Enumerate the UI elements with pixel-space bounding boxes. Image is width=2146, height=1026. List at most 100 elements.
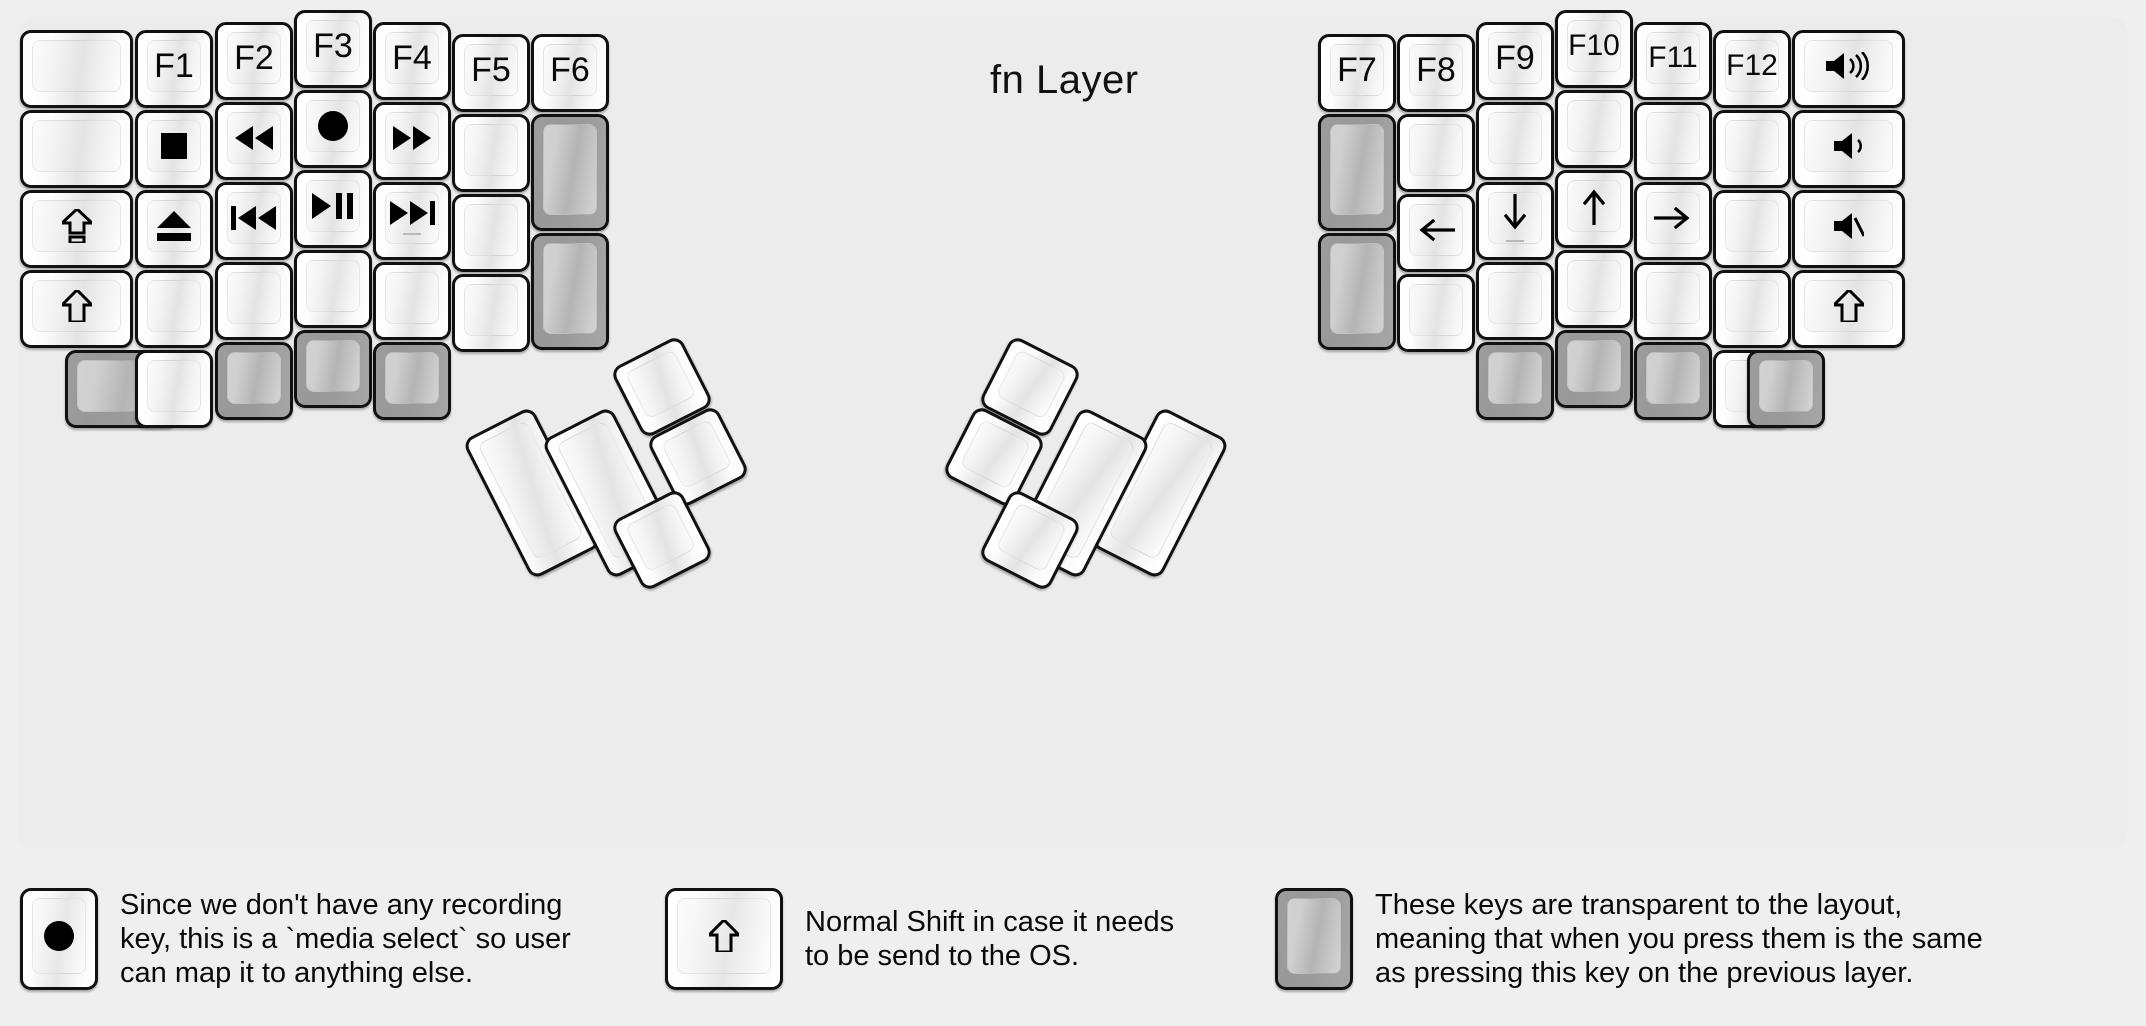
key-r-c7-r1[interactable]: [1792, 30, 1905, 108]
key-r-c4-r3[interactable]: [1555, 170, 1633, 248]
keycap-surface: F6: [543, 44, 597, 96]
key-r-c3-r5[interactable]: [1476, 342, 1554, 420]
key-l-c5-r1[interactable]: F4: [373, 22, 451, 100]
key-l-c6-r1[interactable]: F5: [452, 34, 530, 112]
key-r-c2-r2[interactable]: [1397, 114, 1475, 192]
key-l-c3-r2[interactable]: [215, 102, 293, 180]
key-r-c4-r5[interactable]: [1555, 330, 1633, 408]
legend-keycap-surface: [677, 898, 771, 974]
key-l-c1-r3[interactable]: [20, 190, 133, 268]
keycap-surface: [147, 360, 201, 412]
key-r-c5-r1[interactable]: F11: [1634, 22, 1712, 100]
keycap-surface: [624, 501, 697, 573]
keycap-surface: F8: [1409, 44, 1463, 96]
keycap-surface: [1488, 272, 1542, 324]
keycap-surface: [306, 340, 360, 392]
key-r-c3-r4[interactable]: [1476, 262, 1554, 340]
key-r-c3-r1[interactable]: F9: [1476, 22, 1554, 100]
keycap-surface: [1804, 40, 1893, 92]
keycap-surface: [464, 124, 518, 176]
keycap-surface: [32, 200, 121, 252]
key-r-c6-r3[interactable]: [1713, 190, 1791, 268]
keycap-surface: [385, 112, 439, 164]
keycap-surface: [32, 280, 121, 332]
key-l-c2-r3[interactable]: [135, 190, 213, 268]
key-l-c1-r1[interactable]: [20, 30, 133, 108]
key-r-c2-r1[interactable]: F8: [1397, 34, 1475, 112]
legend-item-1: Since we don't have any recording key, t…: [20, 888, 571, 991]
key-r-c5-r3[interactable]: [1634, 182, 1712, 260]
key-r-c3-r3[interactable]: [1476, 182, 1554, 260]
key-l-c1-r4[interactable]: [20, 270, 133, 348]
key-r-c4-r4[interactable]: [1555, 250, 1633, 328]
key-l-c3-r5[interactable]: [215, 342, 293, 420]
key-r-c5-r5[interactable]: [1634, 342, 1712, 420]
keycap-icon-wrap: [157, 211, 191, 241]
key-r-c7-r4[interactable]: [1792, 270, 1905, 348]
legend-text-3: These keys are transparent to the layout…: [1375, 889, 1983, 990]
keycap-surface: [1725, 120, 1779, 172]
key-l-c2-r1[interactable]: F1: [135, 30, 213, 108]
key-l-c5-r5[interactable]: [373, 342, 451, 420]
key-r-c6-r2[interactable]: [1713, 110, 1791, 188]
key-r-c6-r1[interactable]: F12: [1713, 30, 1791, 108]
key-l-c3-r3[interactable]: [215, 182, 293, 260]
key-l-c3-r4[interactable]: [215, 262, 293, 340]
key-l-c4-r5[interactable]: [294, 330, 372, 408]
keycap-surface: F2: [227, 32, 281, 84]
key-r-c3-r2[interactable]: [1476, 102, 1554, 180]
keycap-surface: [1804, 120, 1893, 172]
key-l-c6-r2[interactable]: [452, 114, 530, 192]
keycap-surface: [1488, 192, 1542, 244]
keycap-surface: F5: [464, 44, 518, 96]
key-r-c2-r4[interactable]: [1397, 274, 1475, 352]
key-l-c5-r3[interactable]: [373, 182, 451, 260]
keycap-label: F3: [313, 27, 353, 65]
key-r-c1-r3[interactable]: [1318, 233, 1396, 350]
keycap-surface: [1725, 200, 1779, 252]
key-l-c2-r4[interactable]: [135, 270, 213, 348]
key-l-c7-r2[interactable]: [531, 114, 609, 231]
keycap-icon-wrap: [1504, 194, 1526, 242]
key-r-c7-r3[interactable]: [1792, 190, 1905, 268]
keycap-icon-wrap: [1417, 219, 1455, 241]
keycap-surface: F12: [1725, 40, 1779, 92]
key-l-c4-r4[interactable]: [294, 250, 372, 328]
keycap-surface: F3: [306, 20, 360, 72]
key-l-c4-r3[interactable]: [294, 170, 372, 248]
play-pause-icon: [312, 193, 354, 219]
key-l-c2-r5[interactable]: [135, 350, 213, 428]
key-r-c4-r1[interactable]: F10: [1555, 10, 1633, 88]
key-l-c3-r1[interactable]: F2: [215, 22, 293, 100]
keycap-surface: [543, 243, 597, 334]
key-r-c2-r3[interactable]: [1397, 194, 1475, 272]
keycap-underline: [403, 233, 421, 235]
keycap-label: F11: [1648, 41, 1698, 74]
keycap-surface: [1409, 204, 1463, 256]
keycap-surface: [32, 40, 121, 92]
key-l-c1-r2[interactable]: [20, 110, 133, 188]
key-r-c6-r4[interactable]: [1713, 270, 1791, 348]
key-r-c5-r4[interactable]: [1634, 262, 1712, 340]
key-l-c6-r4[interactable]: [452, 274, 530, 352]
keycap-label: F12: [1726, 49, 1778, 82]
key-r-c7-r5[interactable]: [1747, 350, 1825, 428]
key-r-c1-r2[interactable]: [1318, 114, 1396, 231]
key-r-c7-r2[interactable]: [1792, 110, 1905, 188]
keycap-icon-wrap: [1825, 52, 1872, 80]
arrow-left-icon: [1417, 219, 1455, 241]
keycap-surface: [147, 120, 201, 172]
key-l-c5-r4[interactable]: [373, 262, 451, 340]
key-r-c4-r2[interactable]: [1555, 90, 1633, 168]
key-r-c1-r1[interactable]: F7: [1318, 34, 1396, 112]
key-l-c4-r1[interactable]: F3: [294, 10, 372, 88]
keycap-surface: [660, 418, 733, 490]
key-l-c2-r2[interactable]: [135, 110, 213, 188]
key-l-c5-r2[interactable]: [373, 102, 451, 180]
eject-icon: [157, 211, 191, 241]
key-r-c5-r2[interactable]: [1634, 102, 1712, 180]
key-l-c7-r1[interactable]: F6: [531, 34, 609, 112]
key-l-c6-r3[interactable]: [452, 194, 530, 272]
key-l-c4-r2[interactable]: [294, 90, 372, 168]
key-l-c7-r3[interactable]: [531, 233, 609, 350]
